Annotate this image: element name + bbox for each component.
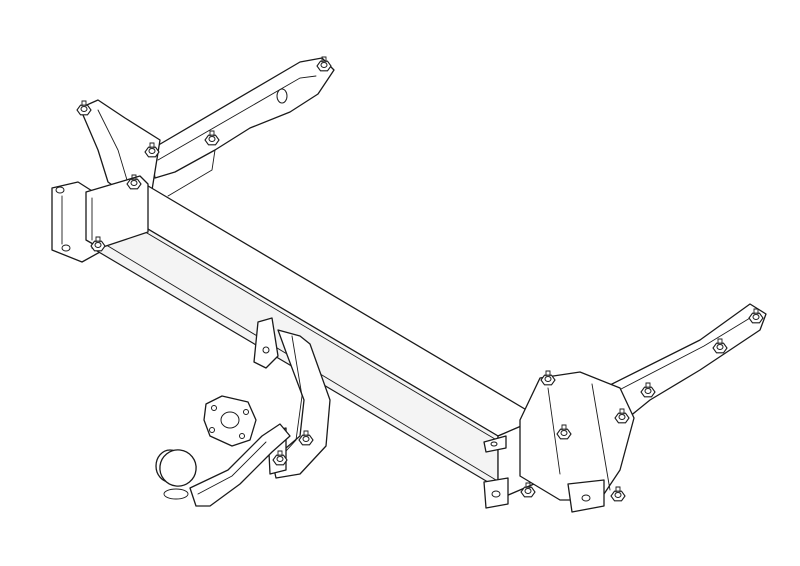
hex-nut-icon: [316, 56, 332, 72]
hex-nut-icon: [126, 174, 142, 190]
socket-plate-icon: [203, 395, 257, 447]
left-side-bracket: [51, 57, 335, 263]
hex-nut-icon: [520, 482, 536, 498]
hex-nut-icon: [76, 100, 92, 116]
hex-nut-icon: [748, 308, 764, 324]
hex-nut-icon: [712, 338, 728, 354]
hex-nut-icon: [640, 382, 656, 398]
tow-ball-icon: [155, 423, 291, 507]
hex-nut-icon: [298, 430, 314, 446]
right-side-bracket: [483, 303, 767, 513]
hex-nut-icon: [540, 370, 556, 386]
hex-nut-icon: [76, 56, 764, 502]
hex-nut-icon: [144, 142, 160, 158]
hex-nut-icon: [556, 424, 572, 440]
hex-nut-icon: [204, 130, 220, 146]
hex-nut-icon: [614, 408, 630, 424]
hex-nut-icon: [90, 236, 106, 252]
hex-nut-icon: [610, 486, 626, 502]
hex-nut-icon: [272, 450, 288, 466]
